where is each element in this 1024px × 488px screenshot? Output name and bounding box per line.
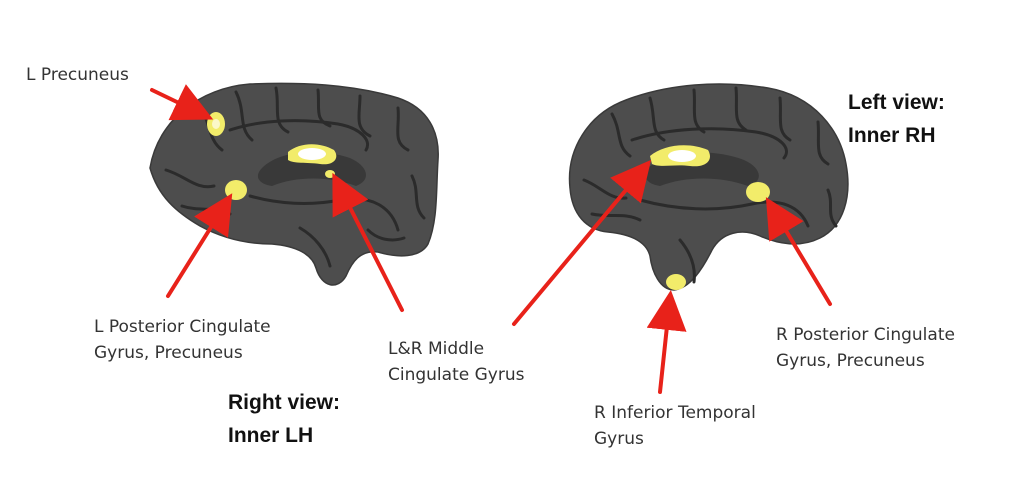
activation-r-inferior-temporal	[666, 274, 686, 290]
arrow-r-inferior-temporal	[646, 290, 687, 394]
arrow-l-middle-cingulate	[332, 172, 404, 312]
arrow-r-middle-cingulate	[512, 159, 652, 326]
activation-l-precuneus	[207, 112, 225, 136]
label-l-posterior-cingulate: L Posterior Cingulate Gyrus, Precuneus	[94, 317, 271, 363]
view-caption-right: Right view: Inner LH	[228, 391, 341, 447]
activation-r-middle-cingulate	[650, 145, 710, 167]
label-lr-middle-cingulate: L&R Middle Cingulate Gyrus	[388, 339, 525, 385]
label-r-posterior-cingulate: R Posterior Cingulate Gyrus, Precuneus	[776, 325, 955, 371]
activation-r-posterior-cingulate	[746, 182, 770, 202]
activation-l-middle-cingulate	[288, 144, 337, 178]
arrow-l-precuneus	[150, 84, 214, 121]
view-caption-left: Left view: Inner RH	[848, 91, 945, 147]
activation-l-posterior-cingulate	[225, 180, 247, 200]
brain-inner-right-hemisphere-icon	[568, 83, 849, 291]
arrow-l-posterior-cingulate	[166, 193, 233, 298]
label-r-inferior-temporal: R Inferior Temporal Gyrus	[594, 403, 756, 449]
label-l-precuneus: L Precuneus	[26, 65, 129, 85]
arrow-r-posterior-cingulate	[765, 197, 832, 306]
